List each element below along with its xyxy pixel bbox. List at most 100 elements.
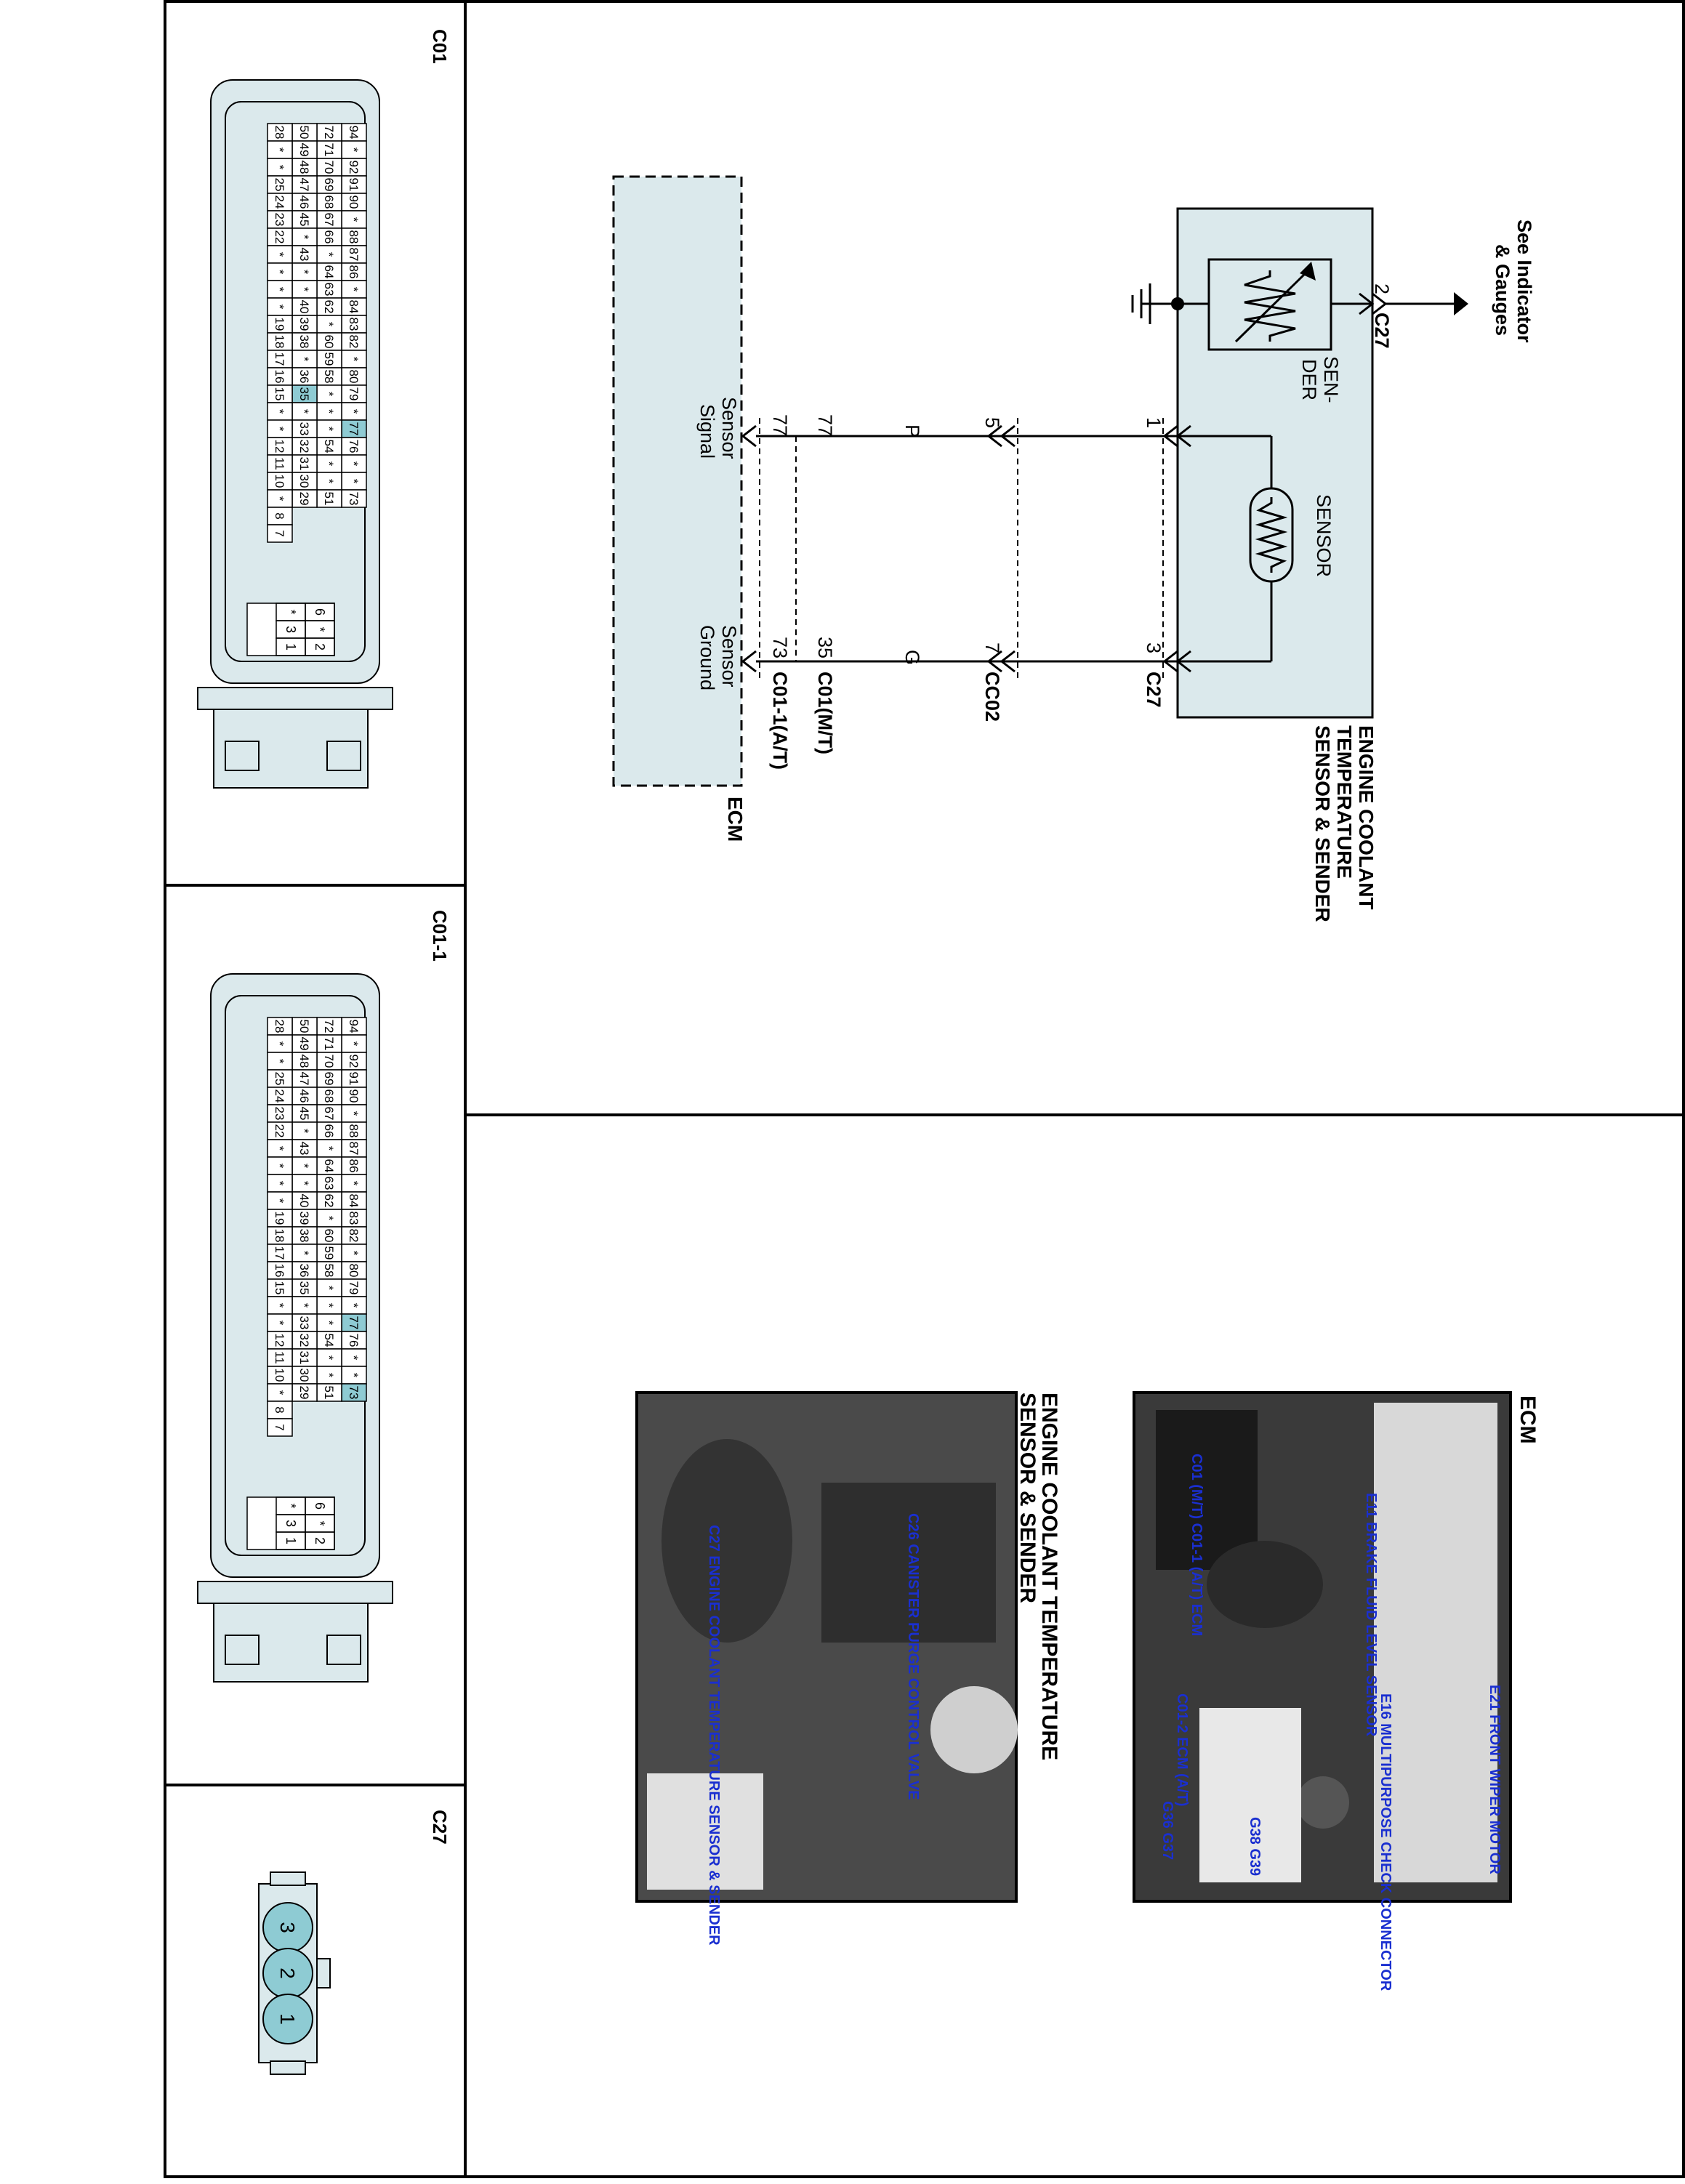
ecm-photo-body-panel xyxy=(1374,1403,1497,1882)
pin-label: * xyxy=(322,1286,336,1291)
pin-label: 90 xyxy=(347,196,361,209)
pin-cell xyxy=(341,1191,367,1210)
pin-label: * xyxy=(347,479,361,484)
pin-label: 10 xyxy=(273,475,286,488)
c01-1-title: C01-1 xyxy=(429,910,451,962)
pin-label: 17 xyxy=(273,1246,286,1260)
c27-top-tab xyxy=(270,1871,306,1886)
pin-label: * xyxy=(347,409,361,414)
c27-pin1-label: 1 xyxy=(1143,417,1165,428)
pin-label: * xyxy=(347,1111,361,1116)
c27-key xyxy=(316,1958,331,1988)
pin-cell xyxy=(341,1313,367,1332)
pin-label: 51 xyxy=(322,492,336,506)
ecm-photo-panel: ECM E21 FRONT WIPER MOTOR E11 BRAKE FLUI… xyxy=(1133,1391,1540,1991)
pin-label: 48 xyxy=(297,1055,311,1068)
c01-small-pin-block: 6**321 xyxy=(246,603,335,656)
pin-label: 51 xyxy=(322,1386,336,1400)
coolant-photo-title-1: ENGINE COOLANT TEMPERATURE xyxy=(1037,1393,1061,1760)
pin-label: 62 xyxy=(322,1194,336,1208)
ecm-photo-dark-area xyxy=(1156,1410,1258,1570)
pin-label: * xyxy=(322,322,336,327)
pin-label: * xyxy=(322,1373,336,1378)
pin-label: 92 xyxy=(347,161,361,174)
pin-label: * xyxy=(273,409,286,414)
pin-label: * xyxy=(297,409,311,414)
pin-label: * xyxy=(322,409,336,414)
pin-label: 46 xyxy=(297,1089,311,1103)
pin-cell xyxy=(291,1087,318,1105)
pin-cell xyxy=(341,193,367,211)
pin-label: 45 xyxy=(297,213,311,227)
pin-cell xyxy=(291,245,318,264)
pin-label: 60 xyxy=(322,335,336,349)
pin-cell xyxy=(341,1209,367,1228)
small-pin-label: 1 xyxy=(283,643,298,650)
pin-cell xyxy=(267,1261,293,1280)
pin-label: 12 xyxy=(273,1334,286,1347)
pin-label: * xyxy=(273,252,286,257)
pin-cell xyxy=(291,402,318,421)
ecm-photo-hose xyxy=(1207,1541,1323,1628)
pin-label: 10 xyxy=(273,1369,286,1382)
pin-label: 92 xyxy=(347,1055,361,1068)
pin-label: 67 xyxy=(322,1107,336,1121)
g38-label: G38 G39 xyxy=(1247,1817,1263,1876)
pin-label: * xyxy=(322,252,336,257)
pin-label: * xyxy=(273,305,286,310)
pin-label: 70 xyxy=(322,161,336,174)
pin-label: 58 xyxy=(322,370,336,384)
pin-label: 7 xyxy=(273,530,286,536)
pin-label: 45 xyxy=(297,1107,311,1121)
pin-label: 54 xyxy=(322,440,336,454)
pin-label: * xyxy=(347,217,361,222)
pin-label: * xyxy=(322,1355,336,1361)
pin-label: 33 xyxy=(297,1316,311,1330)
sensor-signal-label-1: Sensor xyxy=(718,397,740,459)
pin-label: * xyxy=(347,462,361,467)
pin-label: 66 xyxy=(322,1124,336,1138)
sender-label-1: SEN- xyxy=(1320,356,1342,403)
pin-label: * xyxy=(347,1373,361,1378)
pin-cell xyxy=(316,1383,342,1402)
pin-label: 35 xyxy=(297,387,311,401)
small-pin-cell xyxy=(276,637,306,656)
c01-1-latch-tab-1 xyxy=(225,1635,260,1665)
pin-cell xyxy=(267,1209,293,1228)
pin-cell xyxy=(341,1348,367,1367)
pin-label: 19 xyxy=(273,1212,286,1225)
small-pin-cell xyxy=(276,1531,306,1550)
pin-label: 50 xyxy=(297,126,311,140)
c01-latch-base xyxy=(197,687,393,710)
pin-label: * xyxy=(347,1303,361,1308)
pin-label: * xyxy=(347,148,361,153)
pin-label: 83 xyxy=(347,1212,361,1225)
small-pin-label: * xyxy=(313,626,327,632)
pin-label: 94 xyxy=(347,1020,361,1033)
pin-cell xyxy=(267,1296,293,1315)
pin-label: 48 xyxy=(297,161,311,174)
coolant-photo-reservoir xyxy=(930,1686,1018,1773)
pin-label: * xyxy=(322,1146,336,1151)
pin-cell xyxy=(267,524,293,543)
sender-variable-arrowhead xyxy=(1300,262,1316,281)
pin-label: 66 xyxy=(322,230,336,244)
ecm-box xyxy=(612,175,743,787)
pin-label: * xyxy=(297,1251,311,1256)
pin-cell xyxy=(341,1226,367,1245)
thermistor-symbol xyxy=(1255,497,1288,573)
pin-label: 22 xyxy=(273,1124,286,1138)
pin-cell xyxy=(267,297,293,316)
pin-label: 36 xyxy=(297,370,311,384)
small-pin-label: 1 xyxy=(283,1537,298,1544)
coolant-photo-title-2: SENSOR & SENDER xyxy=(1016,1393,1039,1603)
sender-label-2: DER xyxy=(1298,359,1320,400)
pin-label: 31 xyxy=(297,457,311,471)
pin-cell xyxy=(291,123,318,142)
pin-cell xyxy=(267,175,293,194)
pin-cell xyxy=(267,193,293,211)
pin-label: 86 xyxy=(347,265,361,279)
pin-cell xyxy=(291,437,318,456)
pin-label: 64 xyxy=(322,1159,336,1173)
pin-cell xyxy=(341,1244,367,1262)
